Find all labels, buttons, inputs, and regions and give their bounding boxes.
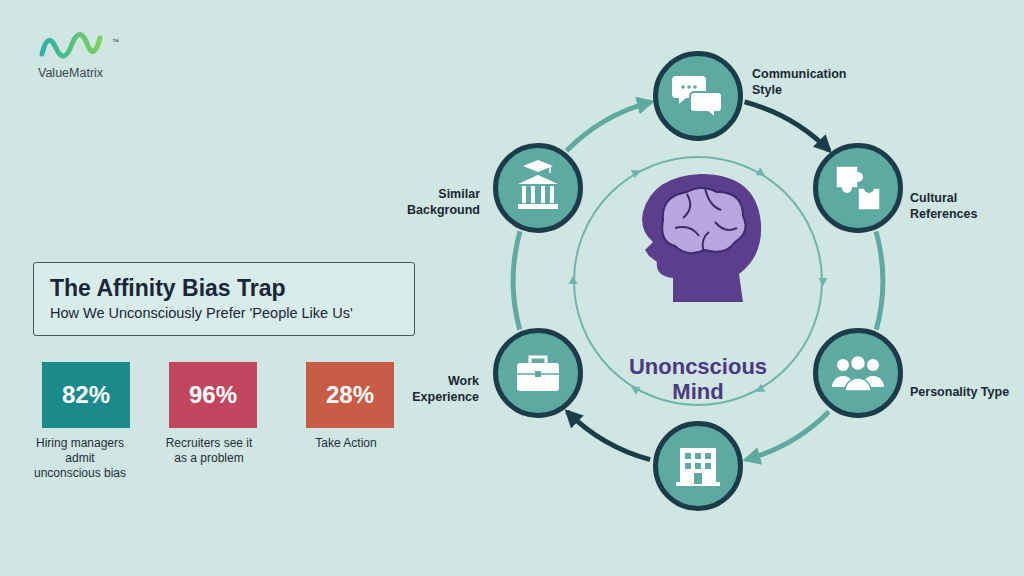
inner-ring-arrows <box>756 167 767 179</box>
building-circle <box>695 453 701 459</box>
cycle-connector <box>745 102 830 151</box>
building-circle <box>680 448 716 484</box>
building-circle <box>656 424 741 509</box>
cycle-arc <box>746 412 829 460</box>
cycle-arc <box>567 412 650 460</box>
inner-ring-arrows <box>631 166 642 178</box>
cycle-connector <box>513 231 520 329</box>
inner-ring-arrows <box>819 278 828 286</box>
trademark-holder: ™ <box>112 30 119 48</box>
inner-ring-arrows <box>756 167 767 179</box>
factor-label: Personality Type <box>910 384 1018 400</box>
factor-circle: Communication Style <box>653 51 743 141</box>
stat-caption: Recruiters see it as a problem <box>159 436 259 466</box>
trademark: ™ <box>112 38 119 45</box>
stat-number: 82% <box>42 362 130 428</box>
building-circle <box>656 424 741 509</box>
logo-mark <box>42 34 100 56</box>
stat-box: 96%Recruiters see it as a problem <box>169 362 257 428</box>
people-icon <box>851 356 866 371</box>
school-icon <box>518 175 558 184</box>
factor-circle: Personality Type <box>813 328 903 418</box>
inner-ring-arrows <box>631 166 642 178</box>
school-icon <box>523 160 553 172</box>
building-circle <box>695 463 701 469</box>
factor-label: Communication Style <box>752 66 864 98</box>
factor-circle: Similar Background <box>493 143 583 233</box>
stat-number: 96% <box>169 362 257 428</box>
title-box: The Affinity Bias TrapHow We Unconscious… <box>33 262 415 336</box>
logo-text-holder: ValueMatrix <box>38 63 103 81</box>
inner-ring-arrows <box>629 383 640 395</box>
stat-number: 28% <box>306 362 394 428</box>
puzzle-icon <box>818 148 898 228</box>
inner-ring-arrows <box>754 384 765 396</box>
school-icon <box>522 186 526 203</box>
puzzle-icon <box>853 172 863 182</box>
head-icon <box>675 188 737 250</box>
speech-icon <box>681 85 685 89</box>
mind-circle: Unoncscious Mind <box>573 156 823 406</box>
stat-box: 28%Take Action <box>306 362 394 428</box>
briefcase-icon <box>535 371 541 377</box>
factor-label: Cultural References <box>910 190 1008 222</box>
speech-icon <box>687 85 691 89</box>
stat-caption: Take Action <box>296 436 396 451</box>
stat-caption: Hiring managers admit unconscious bias <box>32 436 128 481</box>
inner-ring-arrows <box>819 278 828 286</box>
school-icon <box>518 204 558 209</box>
logo-text: ValueMatrix <box>38 66 103 80</box>
subtitle-text: How We Unconsciously Prefer 'People Like… <box>50 304 398 323</box>
inner-ring-arrows <box>629 383 640 395</box>
cycle-connector <box>567 102 652 151</box>
speech-icon <box>690 92 722 118</box>
head-icon <box>642 174 761 302</box>
building-circle <box>685 463 691 469</box>
people-icon <box>818 333 898 413</box>
school-icon <box>550 186 554 203</box>
people-icon <box>867 359 879 371</box>
factor-label: Work Experience <box>403 373 479 405</box>
factor-circle: Work Experience <box>493 328 583 418</box>
building-circle <box>705 463 711 469</box>
school-icon <box>531 186 535 203</box>
puzzle-icon <box>864 183 874 193</box>
mind-label: Unoncscious Mind <box>628 354 768 404</box>
factor-label: Similar Background <box>398 186 480 218</box>
building-circle <box>705 453 711 459</box>
building-circle <box>685 453 691 459</box>
head-icon <box>662 188 745 253</box>
building-circle <box>694 473 702 484</box>
puzzle-icon <box>842 183 852 193</box>
speech-icon <box>693 85 697 89</box>
speech-icon <box>658 56 738 136</box>
people-icon <box>837 359 849 371</box>
title-text: The Affinity Bias Trap <box>50 275 398 302</box>
briefcase-icon <box>498 333 578 413</box>
factor-circle: Cultural References <box>813 143 903 233</box>
briefcase-icon <box>530 357 546 363</box>
school-icon <box>541 186 545 203</box>
inner-ring-arrows <box>754 384 765 396</box>
logo-mark <box>42 34 100 56</box>
school-icon <box>498 148 578 228</box>
briefcase-icon <box>517 363 559 391</box>
stat-box: 82%Hiring managers admit unconscious bia… <box>42 362 130 428</box>
people-icon <box>845 378 871 391</box>
school-icon <box>549 167 551 173</box>
cycle-connector <box>876 231 883 329</box>
